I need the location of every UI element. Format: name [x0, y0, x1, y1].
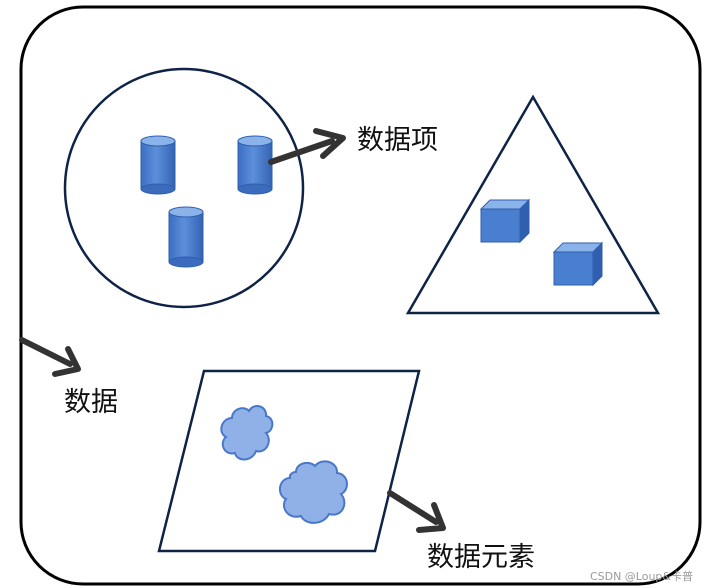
cube-icon [479, 198, 531, 244]
circle-collection [63, 67, 305, 309]
cylinder-icon [237, 135, 273, 195]
arrow-to-data-element [387, 490, 446, 533]
cylinder-icon [140, 135, 176, 195]
label-data-item: 数据项 [357, 125, 438, 156]
cube-icon [552, 241, 604, 287]
cloud-icon [220, 404, 274, 461]
cylinder-icon [168, 206, 204, 268]
arrow-to-data [19, 337, 81, 377]
parallelogram-collection [157, 369, 421, 553]
cloud-icon [278, 460, 348, 524]
label-data-element: 数据元素 [427, 542, 535, 573]
arrow-to-data-item [268, 128, 346, 165]
watermark-text: CSDN @Loup&卡普 [590, 569, 693, 583]
label-data: 数据 [64, 387, 118, 418]
